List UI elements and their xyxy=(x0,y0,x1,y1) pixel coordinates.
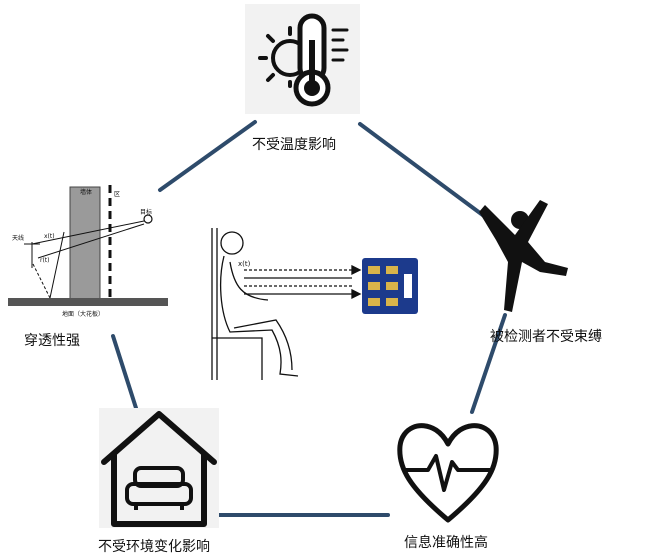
house-sofa-icon xyxy=(99,408,219,528)
signal-x-label: x(t) xyxy=(44,233,55,240)
edge-left xyxy=(111,334,138,410)
dancing-person-icon xyxy=(479,200,568,312)
label-bottom-right: 信息准确性高 xyxy=(404,535,488,551)
pentagon-edges xyxy=(111,120,507,517)
radar-waves xyxy=(244,264,362,300)
edge-top-left xyxy=(158,120,257,192)
ground-label: 地面（大花板） xyxy=(62,310,104,318)
wall-penetration-diagram: 墙体 区 目标 天线 x(t) r(t) 地面（大花板） xyxy=(8,185,168,318)
center-signal-label: x(t) xyxy=(238,260,251,268)
label-right: 被检测者不受束缚 xyxy=(490,329,602,345)
antenna-label: 天线 xyxy=(12,234,24,242)
thermometer-sun-icon xyxy=(245,4,360,114)
label-left: 穿透性强 xyxy=(24,333,80,349)
heart-pulse-icon xyxy=(397,423,499,523)
area-label: 区 xyxy=(114,191,120,198)
label-bottom-left: 不受环境变化影响 xyxy=(98,539,210,555)
edge-right xyxy=(470,313,507,414)
signal-r-label: r(t) xyxy=(40,257,50,264)
radar-board-icon xyxy=(362,258,418,314)
wall-label: 墙体 xyxy=(80,188,92,196)
edge-top-right xyxy=(358,122,486,218)
target-label: 目标 xyxy=(140,208,152,216)
label-top: 不受温度影响 xyxy=(252,137,336,153)
seated-person-radar-icon: x(t) xyxy=(211,228,362,380)
